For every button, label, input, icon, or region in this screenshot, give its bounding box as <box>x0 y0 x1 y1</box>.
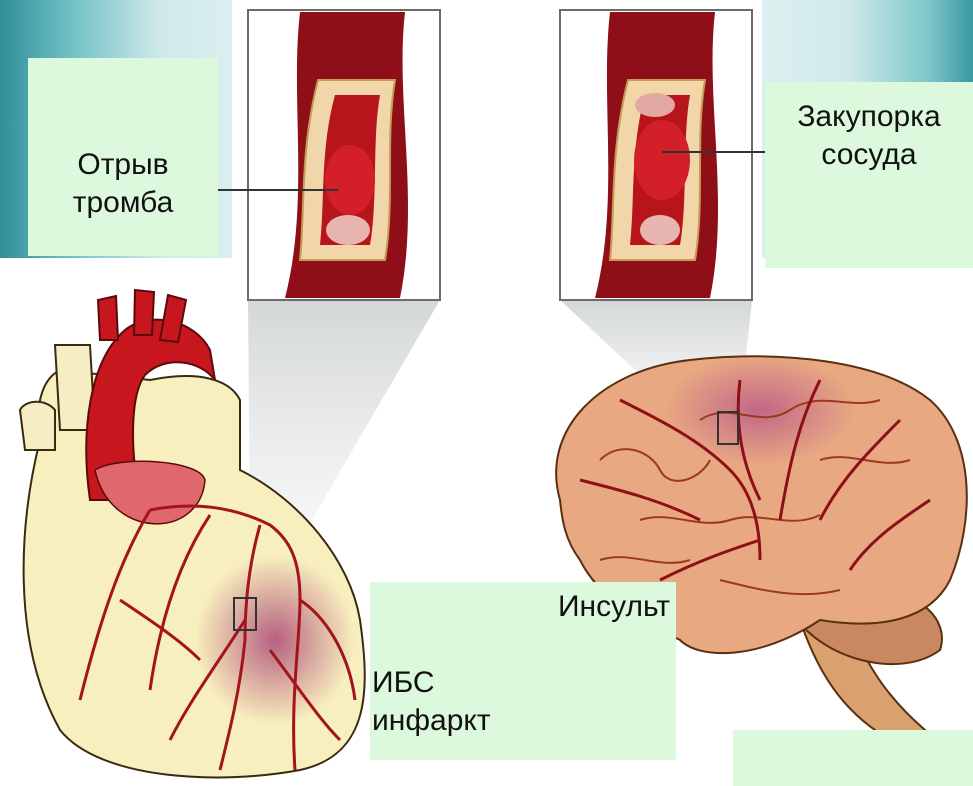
label-box-ihd: Инсульт ИБС инфаркт <box>370 582 676 760</box>
label-vessel-block: Закупорка сосуда <box>765 98 973 174</box>
vessel-inset-left <box>248 10 440 300</box>
label-ihd-infarct: ИБС инфаркт <box>372 664 491 740</box>
stroke-zone <box>665 355 855 465</box>
label-stroke: Инсульт <box>558 588 670 626</box>
infarct-zone <box>195 555 355 725</box>
vessel-inset-right <box>560 10 752 300</box>
label-box-empty <box>733 730 973 786</box>
label-thrombus-break: Отрыв тромба <box>28 146 218 222</box>
label-box-thrombus: Отрыв тромба <box>28 58 218 256</box>
label-box-occlusion: Закупорка сосуда <box>765 82 973 268</box>
